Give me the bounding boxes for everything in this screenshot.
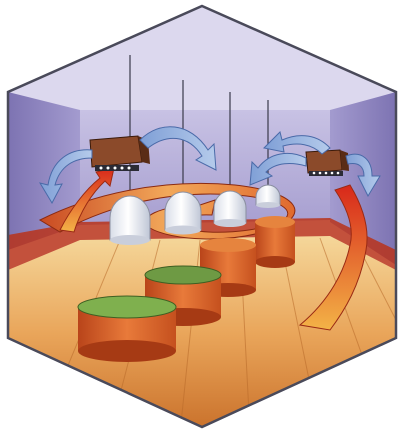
lamp-3 (214, 191, 246, 227)
stool-far (255, 216, 295, 268)
lamp-1 (110, 196, 150, 245)
right-air-unit (306, 150, 349, 176)
ceiling (8, 0, 396, 115)
lamp-2 (165, 192, 201, 235)
lamp-4 (256, 185, 280, 208)
stool-front (78, 296, 176, 362)
